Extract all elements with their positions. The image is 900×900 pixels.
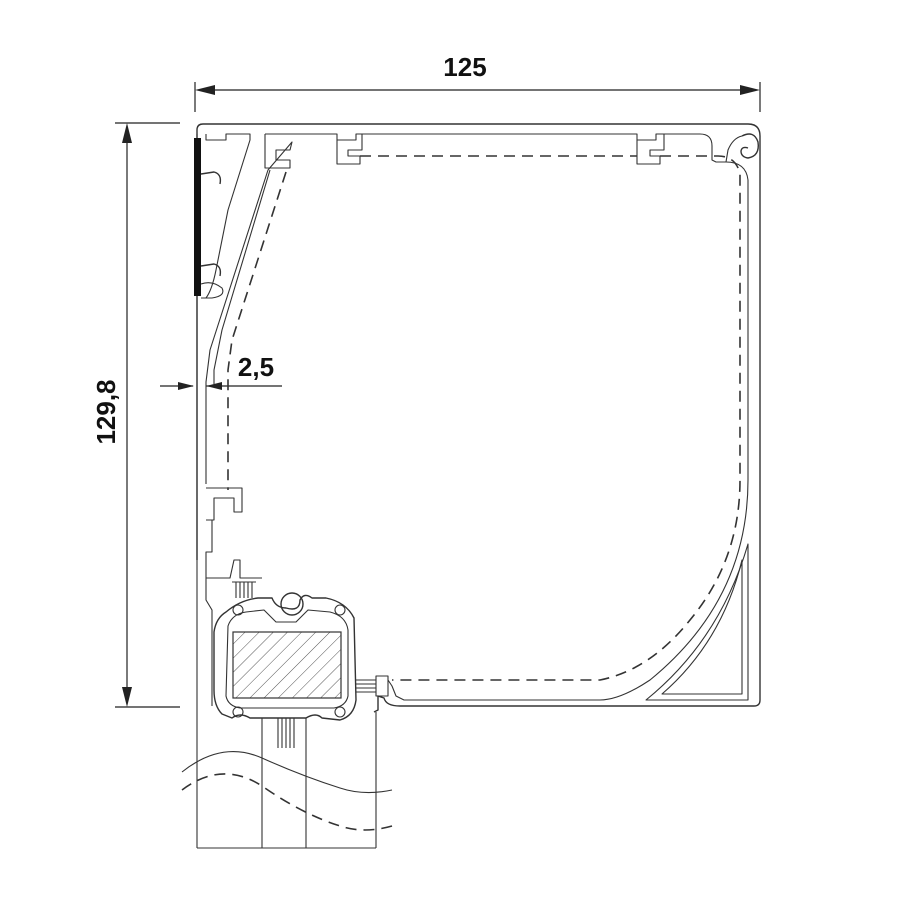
width-arrow-left: [195, 85, 215, 95]
break-line-lower: [181, 773, 393, 831]
width-arrow-right: [740, 85, 760, 95]
left-slope-inner: [213, 169, 271, 384]
top-right-hook: [740, 133, 759, 159]
box-housing: [196, 123, 761, 713]
left-wall-lower: [196, 578, 213, 848]
height-arrow-bottom: [122, 687, 132, 707]
left-wall-clip-lower: [205, 519, 262, 579]
gap-dimension: 2,5: [160, 352, 282, 390]
rail-top-groove: [280, 592, 304, 616]
bottom-rail-profile: [181, 581, 393, 849]
housing-right-inner-wall: [387, 161, 749, 701]
height-label: 129,8: [91, 379, 121, 444]
top-clip-left: [336, 134, 363, 165]
rail-hatched-insert: [232, 631, 342, 699]
gap-arrow-left: [178, 382, 194, 390]
seal-hook-lower: [200, 263, 222, 277]
housing-outer-contour: [196, 123, 761, 713]
width-dimension: 125: [194, 52, 761, 112]
bolt-icon: [232, 604, 244, 616]
break-line-upper: [181, 751, 393, 794]
brush-seal-top: [232, 581, 256, 598]
brush-seal-right: [356, 675, 389, 697]
brush-seal-bottom: [272, 717, 300, 748]
height-dimension: 129,8: [91, 122, 180, 708]
bolt-icon: [334, 604, 346, 616]
bolt-icon: [334, 706, 346, 718]
rail-side-bolts: [232, 604, 346, 718]
top-clip-right: [636, 134, 665, 165]
seal-strip-icon: [194, 138, 201, 296]
width-label: 125: [443, 52, 486, 82]
left-slope-outer: [205, 134, 293, 484]
left-wall-inner: [205, 133, 251, 299]
gap-label: 2,5: [238, 352, 274, 382]
bottom-right-rib-inner: [661, 559, 743, 695]
guide-rail-lines: [197, 712, 377, 849]
left-wall: [194, 133, 293, 848]
housing-top-inner-wall: [265, 133, 743, 163]
height-arrow-top: [122, 123, 132, 143]
bolt-icon: [232, 706, 244, 718]
gap-arrow-right: [206, 382, 222, 390]
left-wall-clip-upper: [206, 487, 243, 521]
seal-hook-upper: [200, 171, 222, 185]
roller-curtain-outline: [227, 155, 741, 681]
seal-bottom-bulb: [200, 282, 224, 299]
